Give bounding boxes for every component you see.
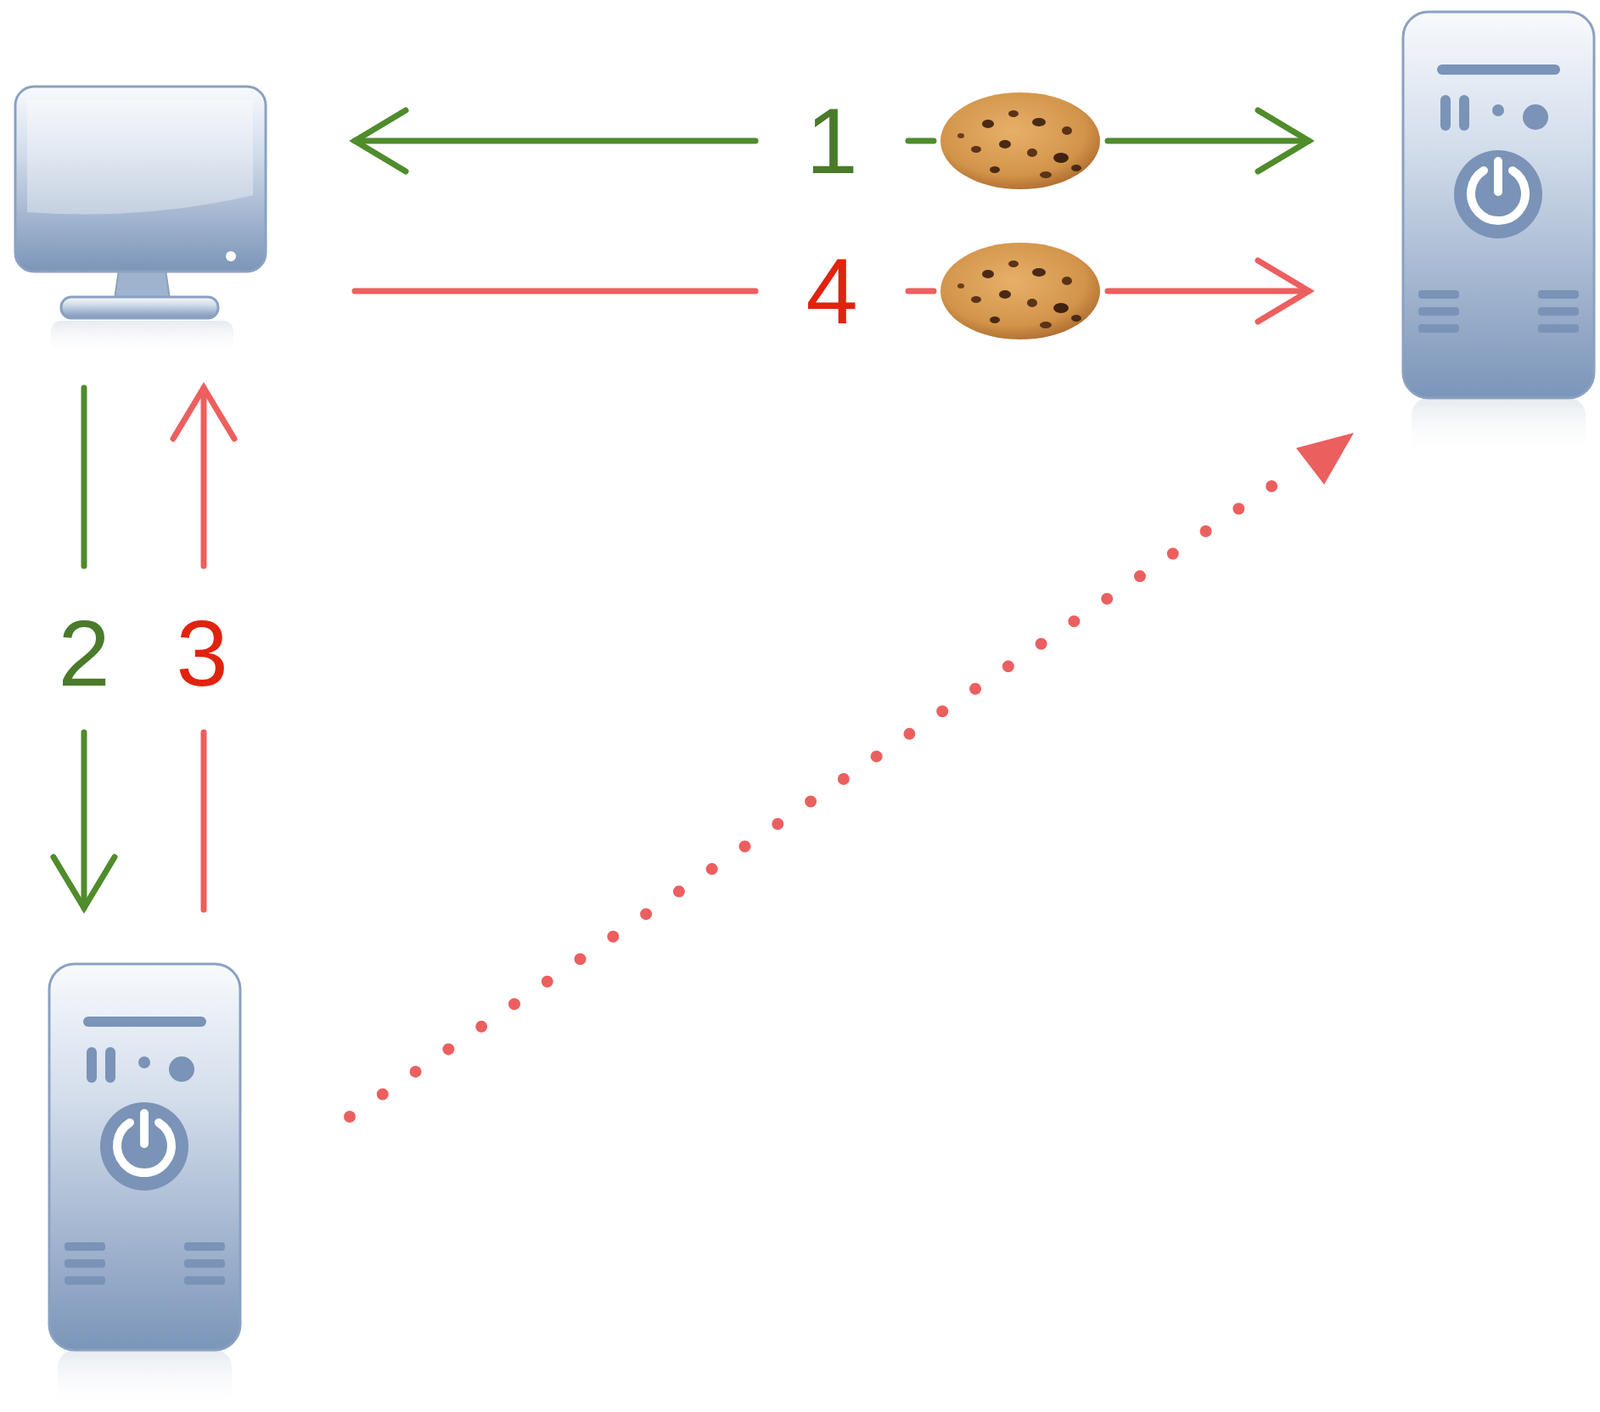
callout-number: 3 [170,606,233,701]
dotted-redirect [349,432,1354,1118]
third-party-server [49,964,241,1410]
web-server [1403,11,1595,458]
callout-number: 1 [800,94,863,188]
cookie [940,242,1101,340]
cookie [940,92,1101,190]
green-arrow [53,387,115,909]
callout-number: 4 [800,244,863,338]
callout-number: 2 [52,606,115,701]
client-monitor [15,86,266,355]
